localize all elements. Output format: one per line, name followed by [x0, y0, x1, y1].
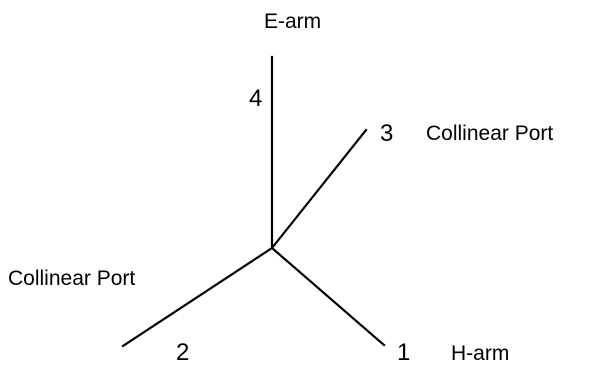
- port-3-arm-line: [270, 128, 368, 250]
- port-3-number: 3: [380, 120, 393, 147]
- port-1-number: 1: [397, 339, 410, 365]
- e-arm-label: E-arm: [264, 10, 321, 33]
- port-4-number: 4: [249, 85, 262, 112]
- h-arm-label: H-arm: [451, 342, 509, 365]
- port-1-arm-line: [270, 246, 386, 347]
- port-3-collinear-port-label: Collinear Port: [426, 122, 553, 145]
- port-2-arm-line: [121, 246, 274, 348]
- port-2-number: 2: [176, 339, 189, 365]
- port-2-collinear-port-label: Collinear Port: [8, 267, 135, 290]
